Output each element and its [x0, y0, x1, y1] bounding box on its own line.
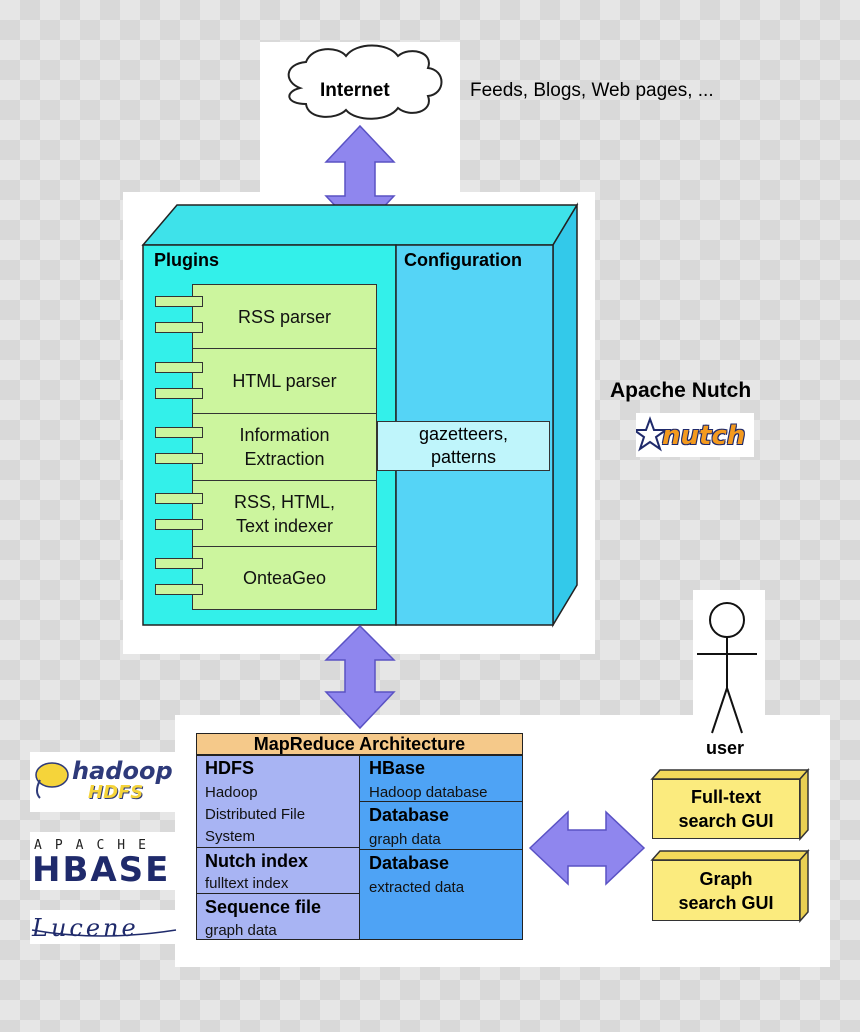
plugin-html-parser: HTML parser	[192, 348, 377, 414]
arrow-mapreduce-gui	[528, 810, 646, 886]
hdfs-line3: System	[205, 828, 256, 845]
divider	[359, 849, 523, 850]
plugin-connector-tab	[155, 493, 203, 504]
divider	[196, 847, 360, 848]
nutch-logo-text: nutch	[662, 421, 746, 451]
lucene-logo-panel	[30, 910, 180, 944]
hbase-sub: Hadoop database	[369, 784, 488, 801]
graph-search-gui: Graph search GUI	[652, 860, 800, 921]
hdfs-logo-text: HDFS	[88, 782, 144, 803]
plugin-connector-tab	[155, 558, 203, 569]
nutch-star-icon	[636, 416, 670, 452]
user-label: user	[706, 738, 745, 758]
sequence-file-sub: graph data	[205, 922, 277, 939]
plugin-line2: Text indexer	[235, 515, 334, 536]
database-graph-title: Database	[369, 805, 450, 825]
apache-nutch-label: Apache Nutch	[610, 379, 752, 402]
plugin-connector-tab	[155, 322, 203, 333]
graph-gui-line2: search GUI	[678, 892, 774, 913]
hbase-title: HBase	[369, 758, 426, 778]
nutch-logo: nutch	[636, 415, 754, 457]
nutch-index-sub: fulltext index	[205, 875, 289, 892]
fulltext-search-gui: Full-text search GUI	[652, 779, 800, 839]
hdfs-line1: Hadoop	[205, 784, 258, 801]
graph-gui-top	[650, 850, 810, 861]
hadoop-elephant-icon	[35, 762, 69, 799]
plugin-line2: Extraction	[244, 449, 325, 469]
graph-gui-line1: Graph	[699, 868, 753, 889]
mapreduce-right-column	[359, 755, 523, 940]
plugin-line1: RSS, HTML,	[233, 491, 335, 512]
plugin-onteageo: OnteaGeo	[192, 546, 377, 610]
database-extracted-sub: extracted data	[369, 879, 465, 896]
plugin-connector-tab	[155, 296, 203, 307]
gazetteers-box: gazetteers, patterns	[377, 421, 550, 471]
plugin-connector-tab	[155, 362, 203, 373]
plugin-line1: HTML parser	[232, 371, 337, 391]
graph-gui-side	[799, 849, 809, 923]
user-figure	[697, 602, 757, 734]
hadoop-logo-text: hadoop	[72, 757, 173, 785]
database-graph-sub: graph data	[369, 831, 441, 848]
internet-cloud-shape	[287, 44, 443, 120]
arrow-nutch-mapreduce	[324, 624, 396, 730]
divider	[359, 801, 523, 802]
hdfs-line2: Distributed File	[205, 806, 306, 823]
hbase-logo-panel	[30, 832, 180, 890]
internet-label: Internet	[320, 80, 390, 101]
internet-caption: Feeds, Blogs, Web pages, ...	[470, 80, 714, 101]
fulltext-gui-line1: Full-text	[690, 787, 761, 807]
plugin-connector-tab	[155, 388, 203, 399]
nutch-box-top	[141, 204, 579, 246]
lucene-logo-text: Lucene	[32, 914, 139, 942]
plugin-connector-tab	[155, 427, 203, 438]
apache-logo-text: APACHE	[34, 838, 159, 853]
fulltext-gui-top	[650, 769, 810, 780]
gazetteers-line2: patterns	[430, 447, 497, 467]
plugin-rss-parser: RSS parser	[192, 284, 377, 349]
plugins-label: Plugins	[154, 250, 220, 270]
lucene-swoosh	[31, 929, 177, 937]
gazetteers-line1: gazetteers,	[418, 424, 509, 444]
plugin-indexer: RSS, HTML, Text indexer	[192, 480, 377, 547]
fulltext-gui-line2: search GUI	[678, 811, 774, 831]
hadoop-logo: hadoop HDFS	[32, 756, 178, 808]
hbase-logo-text: HBASE	[32, 850, 171, 890]
plugin-connector-tab	[155, 453, 203, 464]
hdfs-title: HDFS	[205, 758, 254, 778]
plugin-line1: Information	[239, 425, 330, 445]
fulltext-gui-side	[799, 768, 809, 841]
plugin-connector-tab	[155, 584, 203, 595]
plugin-line1: RSS parser	[237, 306, 332, 327]
mapreduce-title: MapReduce Architecture	[196, 733, 523, 755]
divider	[196, 893, 360, 894]
database-extracted-title: Database	[369, 853, 450, 873]
plugin-line1: OnteaGeo	[242, 568, 327, 588]
sequence-file-title: Sequence file	[205, 897, 322, 917]
configuration-label: Configuration	[404, 250, 522, 270]
nutch-index-title: Nutch index	[205, 851, 309, 871]
nutch-box-side	[552, 202, 578, 628]
plugin-connector-tab	[155, 519, 203, 530]
